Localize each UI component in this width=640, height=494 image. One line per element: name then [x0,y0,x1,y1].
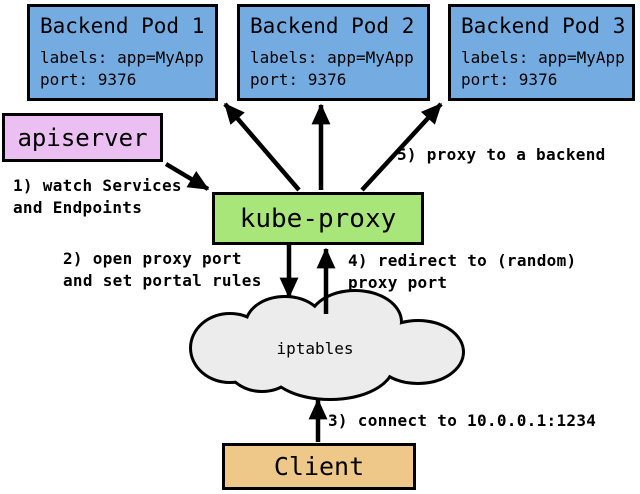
backend-pod-3-labels: labels: app=MyApp [461,48,625,68]
step-4-line-2: proxy port [348,273,448,292]
step-2-open-proxy-port: 2) open proxy port and set portal rules [63,248,262,292]
backend-pod-1-labels: labels: app=MyApp [40,48,204,68]
backend-pod-1-box: Backend Pod 1 labels: app=MyApp port: 93… [27,4,218,101]
backend-pod-1-title: Backend Pod 1 [40,14,205,38]
backend-pod-2-title: Backend Pod 2 [250,14,415,38]
backend-pod-3-title: Backend Pod 3 [461,14,626,38]
backend-pod-2-labels: labels: app=MyApp [250,48,414,68]
client-label: Client [273,452,365,481]
step-1-watch-services: 1) watch Services and Endpoints [13,175,182,219]
step-2-line-1: 2) open proxy port [63,249,242,268]
arrow-proxy-to-pod1 [223,102,301,192]
step-3-line-1: 3) connect to 10.0.0.1:1234 [328,411,597,430]
apiserver-box: apiserver [2,113,163,162]
step-5-proxy-to-backend: 5) proxy to a backend [397,144,606,166]
backend-pod-3-port: port: 9376 [461,70,558,90]
step-5-line-1: 5) proxy to a backend [397,145,606,164]
step-4-redirect: 4) redirect to (random) proxy port [348,250,576,294]
kube-proxy-label: kube-proxy [239,203,397,234]
apiserver-label: apiserver [17,123,148,152]
backend-pod-2-port: port: 9376 [250,70,347,90]
client-box: Client [222,443,416,490]
step-2-line-2: and set portal rules [63,271,262,290]
step-1-line-1: 1) watch Services [13,176,182,195]
backend-pod-1-port: port: 9376 [40,70,137,90]
step-4-line-1: 4) redirect to (random) [348,251,577,270]
backend-pod-3-box: Backend Pod 3 labels: app=MyApp port: 93… [448,4,635,101]
step-1-line-2: and Endpoints [13,198,143,217]
step-3-connect: 3) connect to 10.0.0.1:1234 [328,410,596,432]
backend-pod-2-box: Backend Pod 2 labels: app=MyApp port: 93… [237,4,430,101]
iptables-label: iptables [276,339,354,358]
kube-proxy-box: kube-proxy [212,192,424,245]
